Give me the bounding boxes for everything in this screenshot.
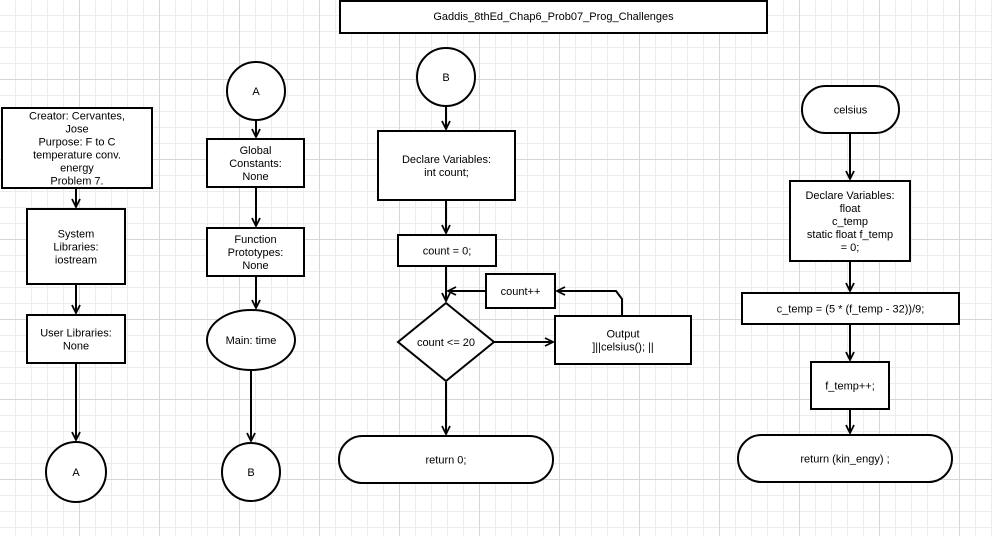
return-celsius-label-line: return (kin_engy) ;	[800, 454, 889, 466]
diagram-title: Gaddis_8thEd_Chap6_Prob07_Prog_Challenge…	[433, 11, 674, 23]
connector-b-in-shape	[416, 47, 476, 107]
node-celsius-start: celsius	[801, 85, 900, 134]
function-prototypes-shape	[206, 227, 305, 277]
user-libraries-label-line: None	[63, 341, 89, 353]
creator-label-line: energy	[60, 163, 94, 175]
node-user-libraries: User Libraries:None	[26, 314, 126, 364]
f-temp-increment-shape	[810, 361, 890, 410]
function-prototypes-label-line: None	[242, 260, 268, 272]
node-output: Output]||celsius(); ||	[554, 315, 692, 365]
connector-a-in-label-line: A	[252, 86, 260, 98]
node-connector-b-out: B	[221, 442, 281, 502]
creator-label-line: Jose	[65, 124, 88, 136]
system-libraries-shape	[26, 208, 126, 285]
diagram-title-box: Gaddis_8thEd_Chap6_Prob07_Prog_Challenge…	[339, 0, 768, 34]
connector-a-out-label-line: A	[72, 467, 80, 479]
return-main-label-line: return 0;	[426, 455, 467, 467]
connector-b-out-shape	[221, 442, 281, 502]
creator-label-line: Purpose: F to C	[38, 137, 115, 149]
declare-celsius-label-line: Declare Variables:	[805, 190, 894, 202]
declare-celsius-label-line: c_temp	[832, 216, 868, 228]
declare-celsius-label-line: float	[840, 203, 861, 215]
system-libraries-label-line: iostream	[55, 255, 97, 267]
output-label-line: Output	[606, 329, 639, 341]
main-label-line: Main: time	[226, 335, 277, 347]
creator-shape	[1, 107, 153, 189]
celsius-start-shape	[801, 85, 900, 134]
global-constants-shape	[206, 138, 305, 188]
count-increment-label-line: count++	[501, 286, 541, 298]
declare-count-label-line: int count;	[424, 167, 469, 179]
system-libraries-label-line: System	[58, 229, 95, 241]
system-libraries-label-line: Libraries:	[53, 242, 98, 254]
user-libraries-label-line: User Libraries:	[40, 328, 112, 340]
declare-count-label-line: Declare Variables:	[402, 154, 491, 166]
connector-b-in-label-line: B	[442, 72, 449, 84]
creator-label-line: Creator: Cervantes,	[29, 111, 125, 123]
declare-celsius-shape	[789, 180, 911, 262]
global-constants-label-line: Constants:	[229, 158, 282, 170]
creator-label-line: temperature conv.	[33, 150, 121, 162]
return-main-shape	[338, 435, 554, 484]
node-f-temp-increment: f_temp++;	[810, 361, 890, 410]
connector-b-out-label-line: B	[247, 467, 254, 479]
output-shape	[554, 315, 692, 365]
node-count-init: count = 0;	[397, 234, 497, 267]
connector-a-in-shape	[226, 61, 286, 121]
global-constants-label-line: Global	[240, 145, 272, 157]
count-condition-shape	[396, 301, 496, 383]
function-prototypes-label-line: Function	[234, 234, 276, 246]
return-celsius-shape	[737, 434, 953, 483]
node-main: Main: time	[206, 309, 296, 371]
node-return-celsius: return (kin_engy) ;	[737, 434, 953, 483]
node-connector-b-in: B	[416, 47, 476, 107]
main-shape	[206, 309, 296, 371]
declare-celsius-label-line: = 0;	[841, 242, 860, 254]
celsius-start-label-line: celsius	[834, 105, 868, 117]
declare-celsius-label-line: static float f_temp	[807, 229, 893, 241]
count-increment-shape	[485, 273, 556, 309]
user-libraries-shape	[26, 314, 126, 364]
node-count-condition: count <= 20	[396, 301, 496, 383]
declare-count-shape	[377, 130, 516, 201]
count-init-label-line: count = 0;	[423, 246, 472, 258]
c-temp-formula-label-line: c_temp = (5 * (f_temp - 32))/9;	[777, 304, 925, 316]
function-prototypes-label-line: Prototypes:	[228, 247, 284, 259]
node-connector-a-in: A	[226, 61, 286, 121]
count-init-shape	[397, 234, 497, 267]
output-label-line: ]||celsius(); ||	[592, 342, 654, 354]
node-declare-count: Declare Variables:int count;	[377, 130, 516, 201]
edge-output-to-count-increment	[557, 291, 623, 315]
node-return-main: return 0;	[338, 435, 554, 484]
count-condition-label-line: count <= 20	[417, 337, 475, 349]
f-temp-increment-label-line: f_temp++;	[825, 381, 875, 393]
global-constants-label-line: None	[242, 171, 268, 183]
node-connector-a-out: A	[45, 441, 107, 503]
node-count-increment: count++	[485, 273, 556, 309]
connector-a-out-shape	[45, 441, 107, 503]
creator-label-line: Problem 7.	[50, 176, 103, 188]
node-c-temp-formula: c_temp = (5 * (f_temp - 32))/9;	[741, 292, 960, 325]
c-temp-formula-shape	[741, 292, 960, 325]
